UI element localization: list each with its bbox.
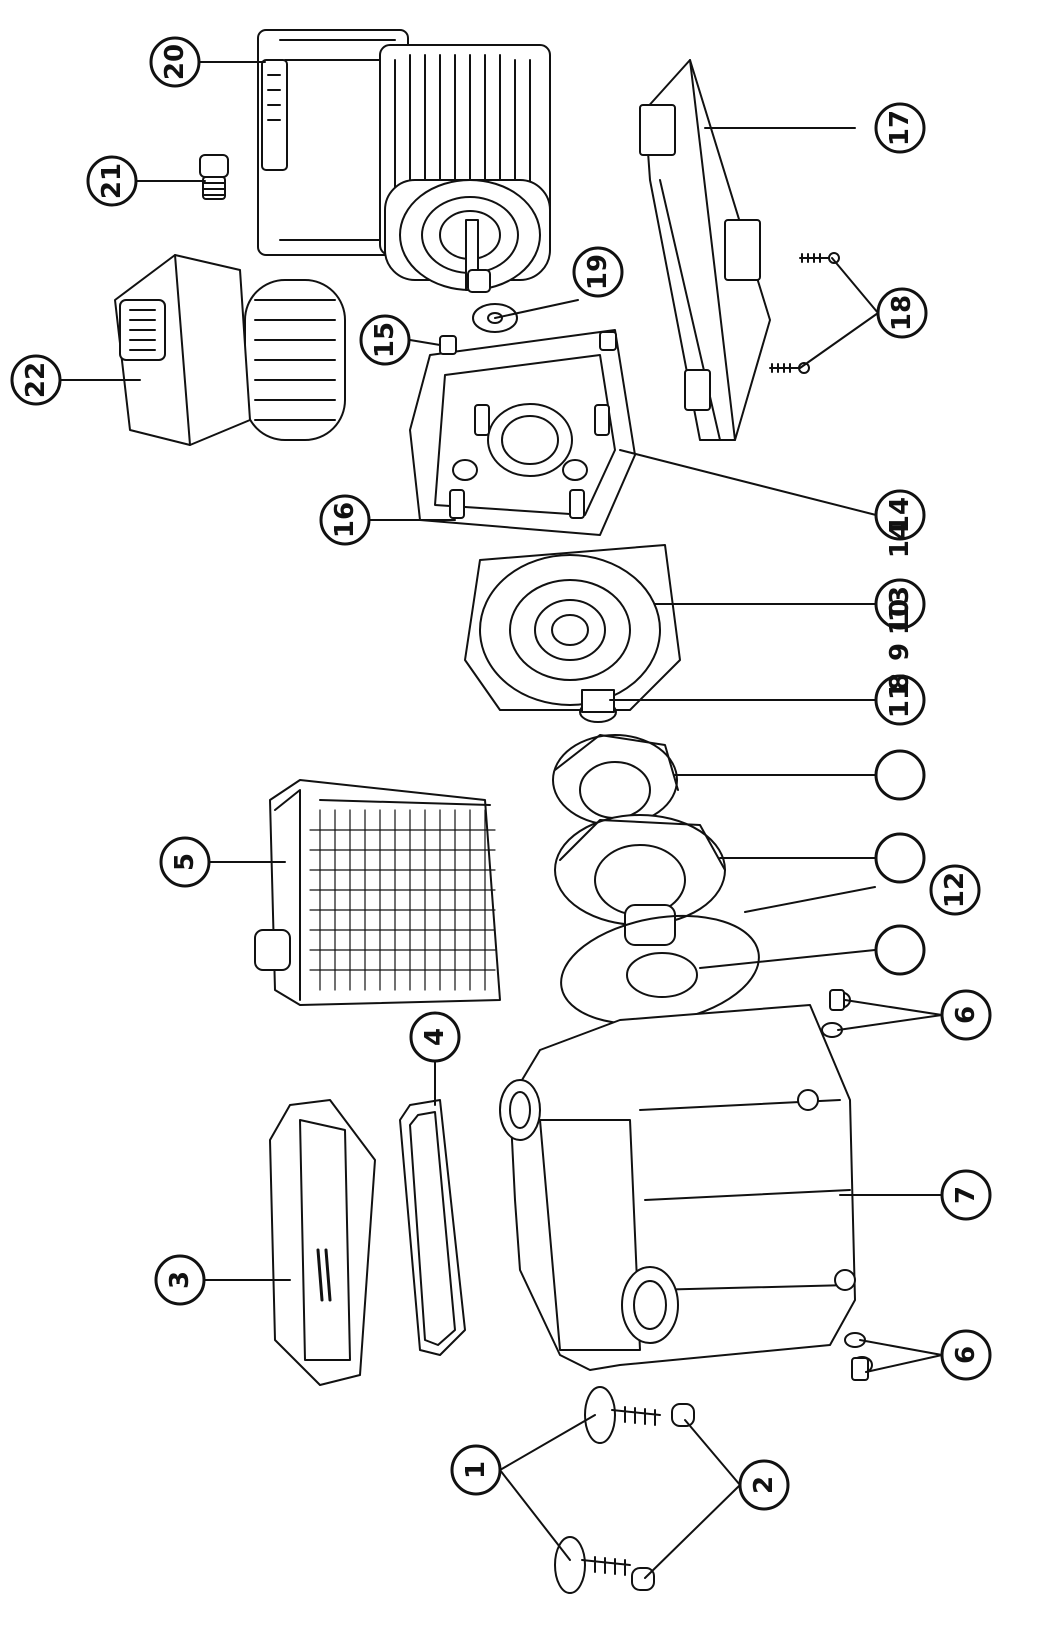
leader-line: [644, 1419, 741, 1579]
leader-line: [499, 1414, 596, 1561]
pump-housing-part: [499, 1004, 856, 1371]
seal-plate-part: [464, 544, 681, 723]
callout-circle-3: [154, 1254, 206, 1306]
leader-line: [744, 886, 876, 913]
callout-circle-22: [10, 354, 62, 406]
knob-part: [554, 1386, 661, 1594]
leader-line: [799, 257, 879, 369]
leader-line: [859, 1339, 943, 1373]
screw-part: [769, 252, 840, 374]
label-4: 4: [420, 1028, 450, 1046]
callout-circle-14: [874, 489, 926, 541]
label-6-bottom: 6: [951, 1346, 981, 1364]
leader-line: [699, 949, 876, 969]
callout-circle-21: [86, 155, 138, 207]
label-11: 11: [885, 682, 915, 718]
callout-circle-19: [572, 246, 624, 298]
label-9: 9: [885, 643, 915, 661]
leader-line: [409, 339, 441, 346]
label-19: 19: [583, 254, 613, 290]
wear-ring-part: [626, 952, 698, 998]
adapter-flange-part: [409, 329, 636, 536]
label-21: 21: [97, 163, 127, 199]
motor-part: [257, 29, 551, 293]
nut-part: [631, 1403, 695, 1591]
label-14: 14: [885, 497, 915, 533]
label-7: 7: [951, 1186, 981, 1204]
base-plate-part: [639, 59, 771, 441]
callout-circle-blank-c: [874, 924, 926, 976]
callout-circle-6b: [940, 1329, 992, 1381]
callout-circle-12: [929, 864, 981, 916]
callout-circle-4: [409, 1011, 461, 1063]
callout-circle-6a: [940, 989, 992, 1041]
label-20: 20: [160, 44, 190, 80]
label-12: 12: [940, 872, 970, 908]
leader-line: [619, 449, 877, 516]
callout-circle-2: [738, 1459, 790, 1511]
label-3: 3: [165, 1271, 195, 1289]
label-16: 16: [330, 502, 360, 538]
leader-line: [837, 999, 943, 1031]
label-2: 2: [749, 1476, 779, 1494]
controller-part: [114, 254, 346, 446]
callout-circle-15: [359, 314, 411, 366]
callout-circle-18: [876, 287, 928, 339]
label-15: 15: [370, 322, 400, 358]
callout-circle-20: [149, 36, 201, 88]
label-18: 18: [887, 295, 917, 331]
callout-circle-1: [450, 1444, 502, 1496]
cable-gland-part: [199, 154, 229, 200]
callout-circle-13: [874, 578, 926, 630]
label-5: 5: [170, 853, 200, 871]
label-6-top: 6: [951, 1006, 981, 1024]
lid-o-ring-part: [399, 1099, 466, 1356]
label-14-side: 14: [885, 522, 915, 558]
lid-part: [269, 1099, 376, 1386]
label-22: 22: [21, 362, 51, 398]
callout-circle-16: [319, 494, 371, 546]
label-13: 13: [885, 586, 915, 622]
callout-circle-blank-b: [874, 832, 926, 884]
label-8-overlap: 8: [885, 673, 915, 691]
callout-circle-17: [874, 102, 926, 154]
callout-circle-blank-a: [874, 749, 926, 801]
leader-line: [494, 299, 579, 319]
label-1: 1: [461, 1461, 491, 1479]
callout-circle-5: [159, 836, 211, 888]
callout-circle-7: [940, 1169, 992, 1221]
diffuser-part: [552, 734, 679, 826]
label-10-overlap: 10: [885, 599, 915, 635]
label-17: 17: [885, 110, 915, 146]
callout-circle-11: [874, 674, 926, 726]
impeller-part: [554, 814, 726, 946]
strainer-basket-part: [254, 779, 501, 1006]
